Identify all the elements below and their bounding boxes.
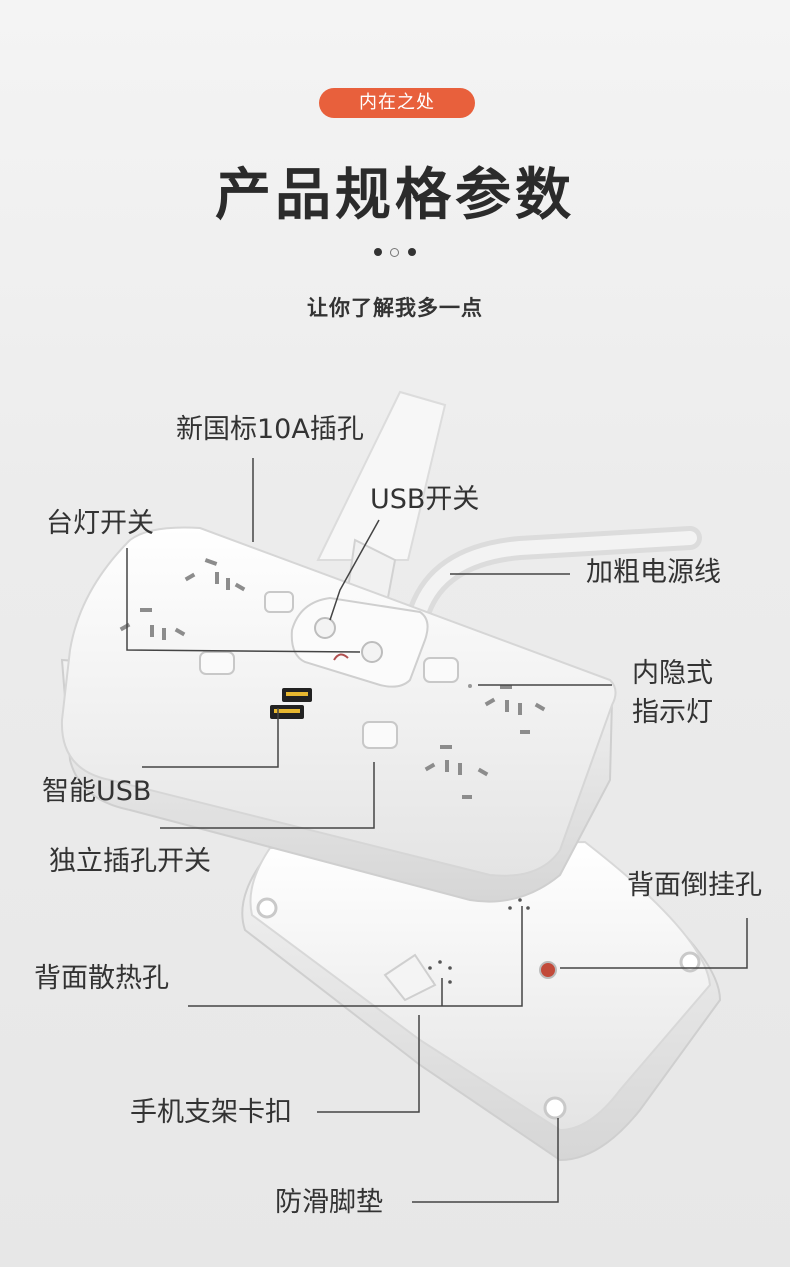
label-indicator-line1: 内隐式 [632, 658, 713, 689]
label-socket-switch: 独立插孔开关 [49, 846, 211, 877]
label-antislip-pad: 防滑脚垫 [275, 1187, 383, 1218]
label-socket-10a: 新国标10A插孔 [176, 414, 364, 445]
label-back-vent-holes: 背面散热孔 [34, 963, 169, 994]
label-back-hanging-hole: 背面倒挂孔 [627, 870, 762, 901]
dot-filled [408, 248, 416, 256]
label-lamp-switch: 台灯开关 [46, 508, 154, 539]
label-phone-holder-clip: 手机支架卡扣 [130, 1097, 292, 1128]
antislip-pad-icon [256, 897, 278, 919]
front-strip [60, 526, 617, 903]
socket-switch-icon [264, 591, 294, 613]
socket-switch-icon [423, 657, 459, 683]
dot-filled [374, 248, 382, 256]
page-title: 产品规格参数 [215, 163, 575, 228]
hanging-hole-icon [539, 961, 557, 979]
label-smart-usb: 智能USB [42, 776, 152, 807]
pagination-dots [372, 246, 420, 258]
socket-icon [184, 558, 246, 592]
phone-holder-clip-icon [383, 953, 437, 1002]
label-power-cord: 加粗电源线 [586, 557, 721, 588]
usb-port-icon [270, 688, 312, 719]
indicator-light-icon [468, 684, 472, 688]
section-badge: 内在之处 [319, 88, 475, 118]
socket-switch-icon [199, 651, 235, 675]
antislip-pad-icon [679, 951, 701, 973]
leader-lines [126, 458, 748, 1203]
page-subtitle: 让你了解我多一点 [307, 296, 483, 320]
antislip-pad-icon [543, 1096, 567, 1120]
socket-switch-icon [362, 721, 398, 749]
wireless-icon [333, 653, 349, 661]
usb-switch-icon [314, 617, 336, 639]
socket-icon [424, 745, 489, 799]
label-indicator-line2: 指示灯 [632, 697, 713, 728]
socket-icon [484, 685, 546, 734]
label-usb-switch: USB开关 [370, 484, 480, 515]
dot-hollow [390, 248, 399, 257]
lamp-switch-icon [361, 641, 383, 663]
